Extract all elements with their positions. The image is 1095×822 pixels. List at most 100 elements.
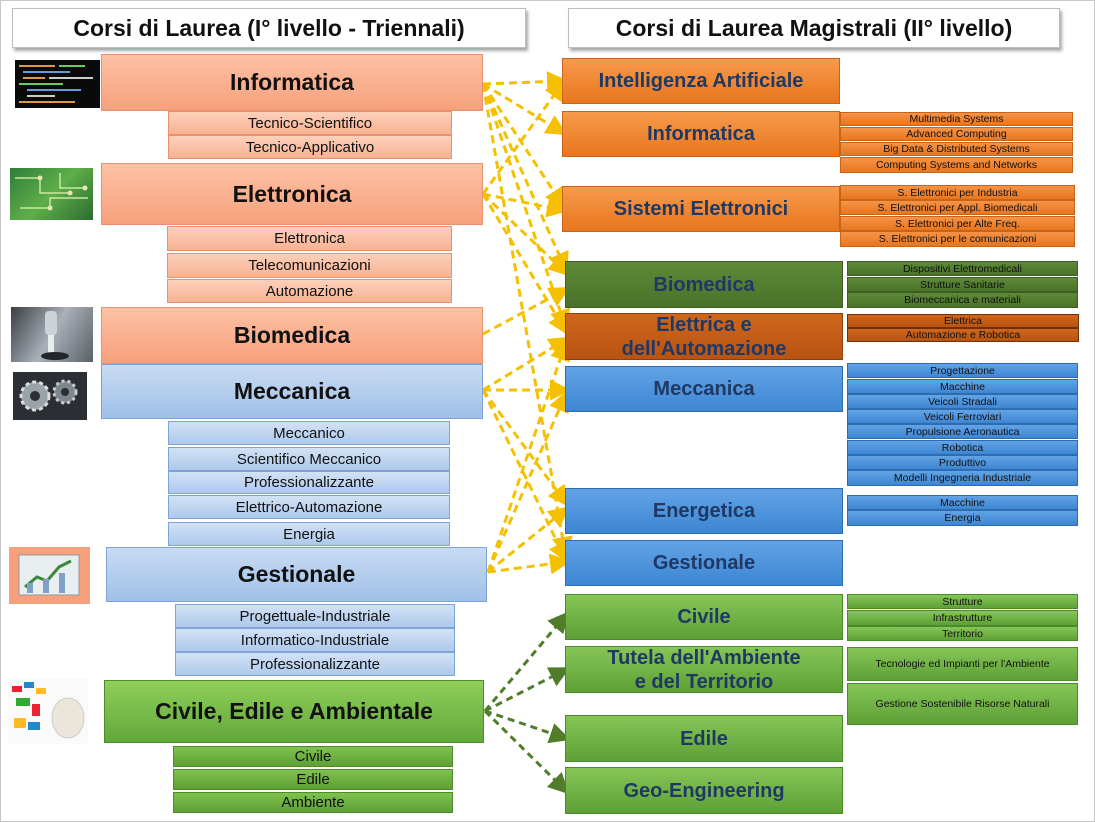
arrow-informatica-biomedica	[481, 83, 569, 274]
sub-territorio[interactable]: Territorio	[847, 626, 1078, 641]
sub-automazione-robotica[interactable]: Automazione e Robotica	[847, 328, 1079, 342]
gears-icon	[19, 379, 78, 412]
sub-ambiente[interactable]: Ambiente	[173, 792, 453, 813]
sub-se-industria[interactable]: S. Elettronici per Industria	[840, 185, 1075, 200]
chart-report-image	[9, 547, 90, 604]
triennale-civile-edile-ambientale[interactable]: Civile, Edile e Ambientale	[104, 680, 484, 743]
tutela-title-line1: Tutela dell'Ambiente	[607, 646, 801, 669]
arrow-gestionale-energetica	[487, 506, 570, 574]
sub-infrastrutture[interactable]: Infrastrutture	[847, 610, 1078, 626]
magistrale-biomedica[interactable]: Biomedica	[565, 261, 843, 308]
magistrale-energetica[interactable]: Energetica	[565, 488, 843, 534]
sub-strutture-sanitarie[interactable]: Strutture Sanitarie	[847, 277, 1078, 292]
sub-progettazione[interactable]: Progettazione	[847, 363, 1078, 378]
sub-propulsione-aeronautica[interactable]: Propulsione Aeronautica	[847, 424, 1078, 439]
elettrica-title-line1: Elettrica e	[656, 313, 752, 336]
sub-big-data[interactable]: Big Data & Distributed Systems	[840, 142, 1073, 156]
sub-multimedia-systems[interactable]: Multimedia Systems	[840, 112, 1073, 126]
magistrale-edile[interactable]: Edile	[565, 715, 843, 762]
sub-robotica[interactable]: Robotica	[847, 440, 1078, 455]
code-lines-icon	[19, 65, 93, 103]
sub-gestione-sostenibile[interactable]: Gestione Sostenibile Risorse Naturali	[847, 683, 1078, 725]
arrow-biomedica-biomedica	[482, 287, 571, 336]
triennale-biomedica[interactable]: Biomedica	[101, 307, 483, 364]
magistrale-sistemi-elettronici[interactable]: Sistemi Elettronici	[562, 186, 840, 232]
sub-produttivo[interactable]: Produttivo	[847, 455, 1078, 470]
sub-informatico-industriale[interactable]: Informatico-Industriale	[175, 628, 455, 652]
arrow-meccanica-gestionale	[481, 389, 568, 564]
arrow-informatica-elettrica	[481, 83, 571, 331]
sub-edile[interactable]: Edile	[173, 769, 453, 790]
sub-scientifico-meccanico[interactable]: Scientifico Meccanico	[168, 447, 450, 471]
tutela-title-line2: e del Territorio	[634, 670, 774, 693]
magistrale-tutela-ambiente[interactable]: Tutela dell'Ambiente e del Territorio	[565, 646, 843, 693]
sub-professionalizzante-gestionale[interactable]: Professionalizzante	[175, 652, 455, 676]
sub-meccanico[interactable]: Meccanico	[168, 421, 450, 445]
sub-biomeccanica-materiali[interactable]: Biomeccanica e materiali	[847, 292, 1078, 308]
sub-advanced-computing[interactable]: Advanced Computing	[840, 127, 1073, 141]
triennale-gestionale[interactable]: Gestionale	[106, 547, 487, 602]
prosthetic-leg-image	[11, 307, 93, 362]
arrow-civile-tutela	[484, 667, 571, 713]
sub-modelli-ingegneria[interactable]: Modelli Ingegneria Industriale	[847, 470, 1078, 486]
sub-veicoli-stradali[interactable]: Veicoli Stradali	[847, 394, 1078, 409]
report-chart-icon	[18, 554, 80, 596]
sub-tecnologie-impianti[interactable]: Tecnologie ed Impianti per l'Ambiente	[847, 647, 1078, 681]
sub-energia[interactable]: Energia	[168, 522, 450, 546]
sub-elettronica[interactable]: Elettronica	[167, 226, 452, 251]
arrow-civile-edile	[484, 709, 571, 744]
arrow-elettronica-sistemi	[482, 192, 568, 218]
arrow-elettronica-ia	[481, 79, 566, 195]
sub-veicoli-ferroviari[interactable]: Veicoli Ferroviari	[847, 409, 1078, 424]
sub-macchine-energetica[interactable]: Macchine	[847, 495, 1078, 510]
arrow-informatica-informatica	[482, 82, 568, 136]
arrow-civile-civile	[483, 611, 569, 712]
header-magistrali: Corsi di Laurea Magistrali (II° livello)	[568, 8, 1060, 48]
sub-tecnico-applicativo[interactable]: Tecnico-Applicativo	[168, 135, 452, 159]
magistrale-informatica[interactable]: Informatica	[562, 111, 840, 157]
header-triennali: Corsi di Laurea (I° livello - Triennali)	[12, 8, 526, 48]
arrow-meccanica-energetica	[481, 389, 569, 507]
sub-se-alte-freq[interactable]: S. Elettronici per Alte Freq.	[840, 216, 1075, 231]
sub-macchine-meccanica[interactable]: Macchine	[847, 379, 1078, 394]
sub-telecomunicazioni[interactable]: Telecomunicazioni	[167, 253, 452, 278]
triennale-informatica[interactable]: Informatica	[101, 54, 483, 111]
sub-se-comunicazioni[interactable]: S. Elettronici per le comunicazioni	[840, 231, 1075, 247]
sub-dispositivi-elettromedicali[interactable]: Dispositivi Elettromedicali	[847, 261, 1078, 276]
arrow-informatica-ia	[482, 71, 568, 93]
prosthesis-icon	[41, 311, 69, 360]
sub-se-biomedicali[interactable]: S. Elettronici per Appl. Biomedicali	[840, 200, 1075, 215]
code-screen-image	[15, 60, 100, 108]
magistrale-elettrica-automazione[interactable]: Elettrica e dell'Automazione	[565, 313, 843, 360]
circuit-traces-icon	[15, 173, 88, 211]
circuit-board-image	[10, 168, 93, 220]
building-blocks-image	[8, 678, 88, 744]
gears-image	[13, 372, 87, 420]
sub-progettuale-industriale[interactable]: Progettuale-Industriale	[175, 604, 455, 628]
magistrale-gestionale[interactable]: Gestionale	[565, 540, 843, 586]
sub-automazione[interactable]: Automazione	[167, 279, 452, 303]
magistrale-civile[interactable]: Civile	[565, 594, 843, 640]
sub-elettrica[interactable]: Elettrica	[847, 314, 1079, 328]
triennale-meccanica[interactable]: Meccanica	[101, 364, 483, 419]
arrow-elettronica-elettrica	[481, 193, 569, 336]
magistrale-meccanica[interactable]: Meccanica	[565, 366, 843, 412]
elettrica-title-line2: dell'Automazione	[621, 337, 787, 360]
sub-tecnico-scientifico[interactable]: Tecnico-Scientifico	[168, 111, 452, 135]
arrow-civile-geo	[483, 709, 570, 795]
sub-civile[interactable]: Civile	[173, 746, 453, 767]
blocks-icon	[12, 682, 85, 739]
arrow-informatica-gestionale	[481, 83, 573, 558]
arrow-elettronica-biomedica	[481, 192, 570, 277]
sub-computing-systems[interactable]: Computing Systems and Networks	[840, 157, 1073, 173]
sub-elettrico-automazione[interactable]: Elettrico-Automazione	[168, 495, 450, 519]
arrow-gestionale-meccanica	[486, 390, 569, 573]
sub-professionalizzante-meccanica[interactable]: Professionalizzante	[168, 471, 450, 494]
sub-strutture[interactable]: Strutture	[847, 594, 1078, 609]
triennale-elettronica[interactable]: Elettronica	[101, 163, 483, 225]
sub-energia-energetica[interactable]: Energia	[847, 510, 1078, 526]
arrow-gestionale-elettrica	[486, 339, 571, 573]
magistrale-geo-engineering[interactable]: Geo-Engineering	[565, 767, 843, 814]
magistrale-intelligenza-artificiale[interactable]: Intelligenza Artificiale	[562, 58, 840, 104]
